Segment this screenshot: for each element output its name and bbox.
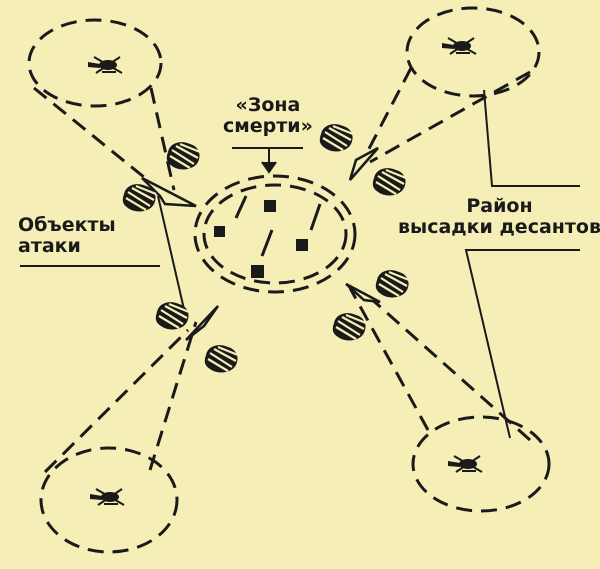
arrow-from-bottom-left — [185, 305, 220, 341]
landing-leader-top — [483, 89, 580, 187]
death-zone-label: «Зона смерти» — [223, 95, 313, 137]
helicopter-icon — [87, 56, 123, 74]
path-top-right-b — [369, 70, 531, 164]
target-3 — [296, 239, 308, 251]
bush-icon — [371, 166, 408, 197]
orbit-bottom-right — [411, 415, 551, 513]
path-bottom-left-b — [148, 321, 198, 471]
strike-1 — [234, 195, 248, 219]
path-top-right-a — [358, 67, 413, 167]
attack-targets-label-line-1: Объекты — [18, 214, 116, 236]
target-2 — [214, 226, 225, 237]
path-bottom-right-a — [348, 287, 430, 431]
target-1 — [264, 200, 276, 212]
targets-connector — [157, 195, 187, 319]
helicopter-icon — [441, 37, 477, 55]
bush-icon — [203, 343, 240, 374]
path-top-left-a — [33, 86, 151, 184]
bush-icon — [165, 140, 202, 171]
bush-icon — [331, 311, 368, 342]
attack-targets-label-line-2: атаки — [18, 235, 81, 257]
death-zone-inner-ring — [202, 183, 348, 285]
strike-3 — [260, 229, 274, 257]
arrow-from-bottom-right — [345, 282, 381, 304]
landing-area-label: Район высадки десантов — [398, 196, 600, 238]
bush-icon — [318, 122, 355, 153]
death-zone-outer-ring — [193, 174, 357, 294]
landing-area-label-line-1: Район — [466, 195, 533, 217]
orbit-bottom-left — [39, 446, 179, 554]
landing-area-label-line-2: высадки десантов — [398, 216, 600, 238]
helicopter-icon — [89, 488, 125, 506]
death-zone-label-line-1: «Зона — [235, 94, 301, 116]
path-bottom-right-b — [367, 294, 531, 442]
bush-icon — [374, 268, 411, 299]
helicopter-icon — [447, 455, 483, 473]
strike-2 — [309, 203, 322, 231]
target-4 — [251, 265, 264, 278]
orbit-top-right — [405, 6, 541, 98]
path-bottom-left-a — [43, 328, 190, 474]
orbit-top-left — [27, 18, 163, 108]
arrow-from-top-right — [348, 146, 379, 181]
path-top-left-b — [149, 87, 176, 191]
arrow-from-top-left — [141, 176, 197, 208]
landing-leader-bottom — [464, 249, 580, 439]
death-zone-label-line-2: смерти» — [223, 115, 313, 137]
attack-targets-label: Объекты атаки — [18, 215, 116, 257]
